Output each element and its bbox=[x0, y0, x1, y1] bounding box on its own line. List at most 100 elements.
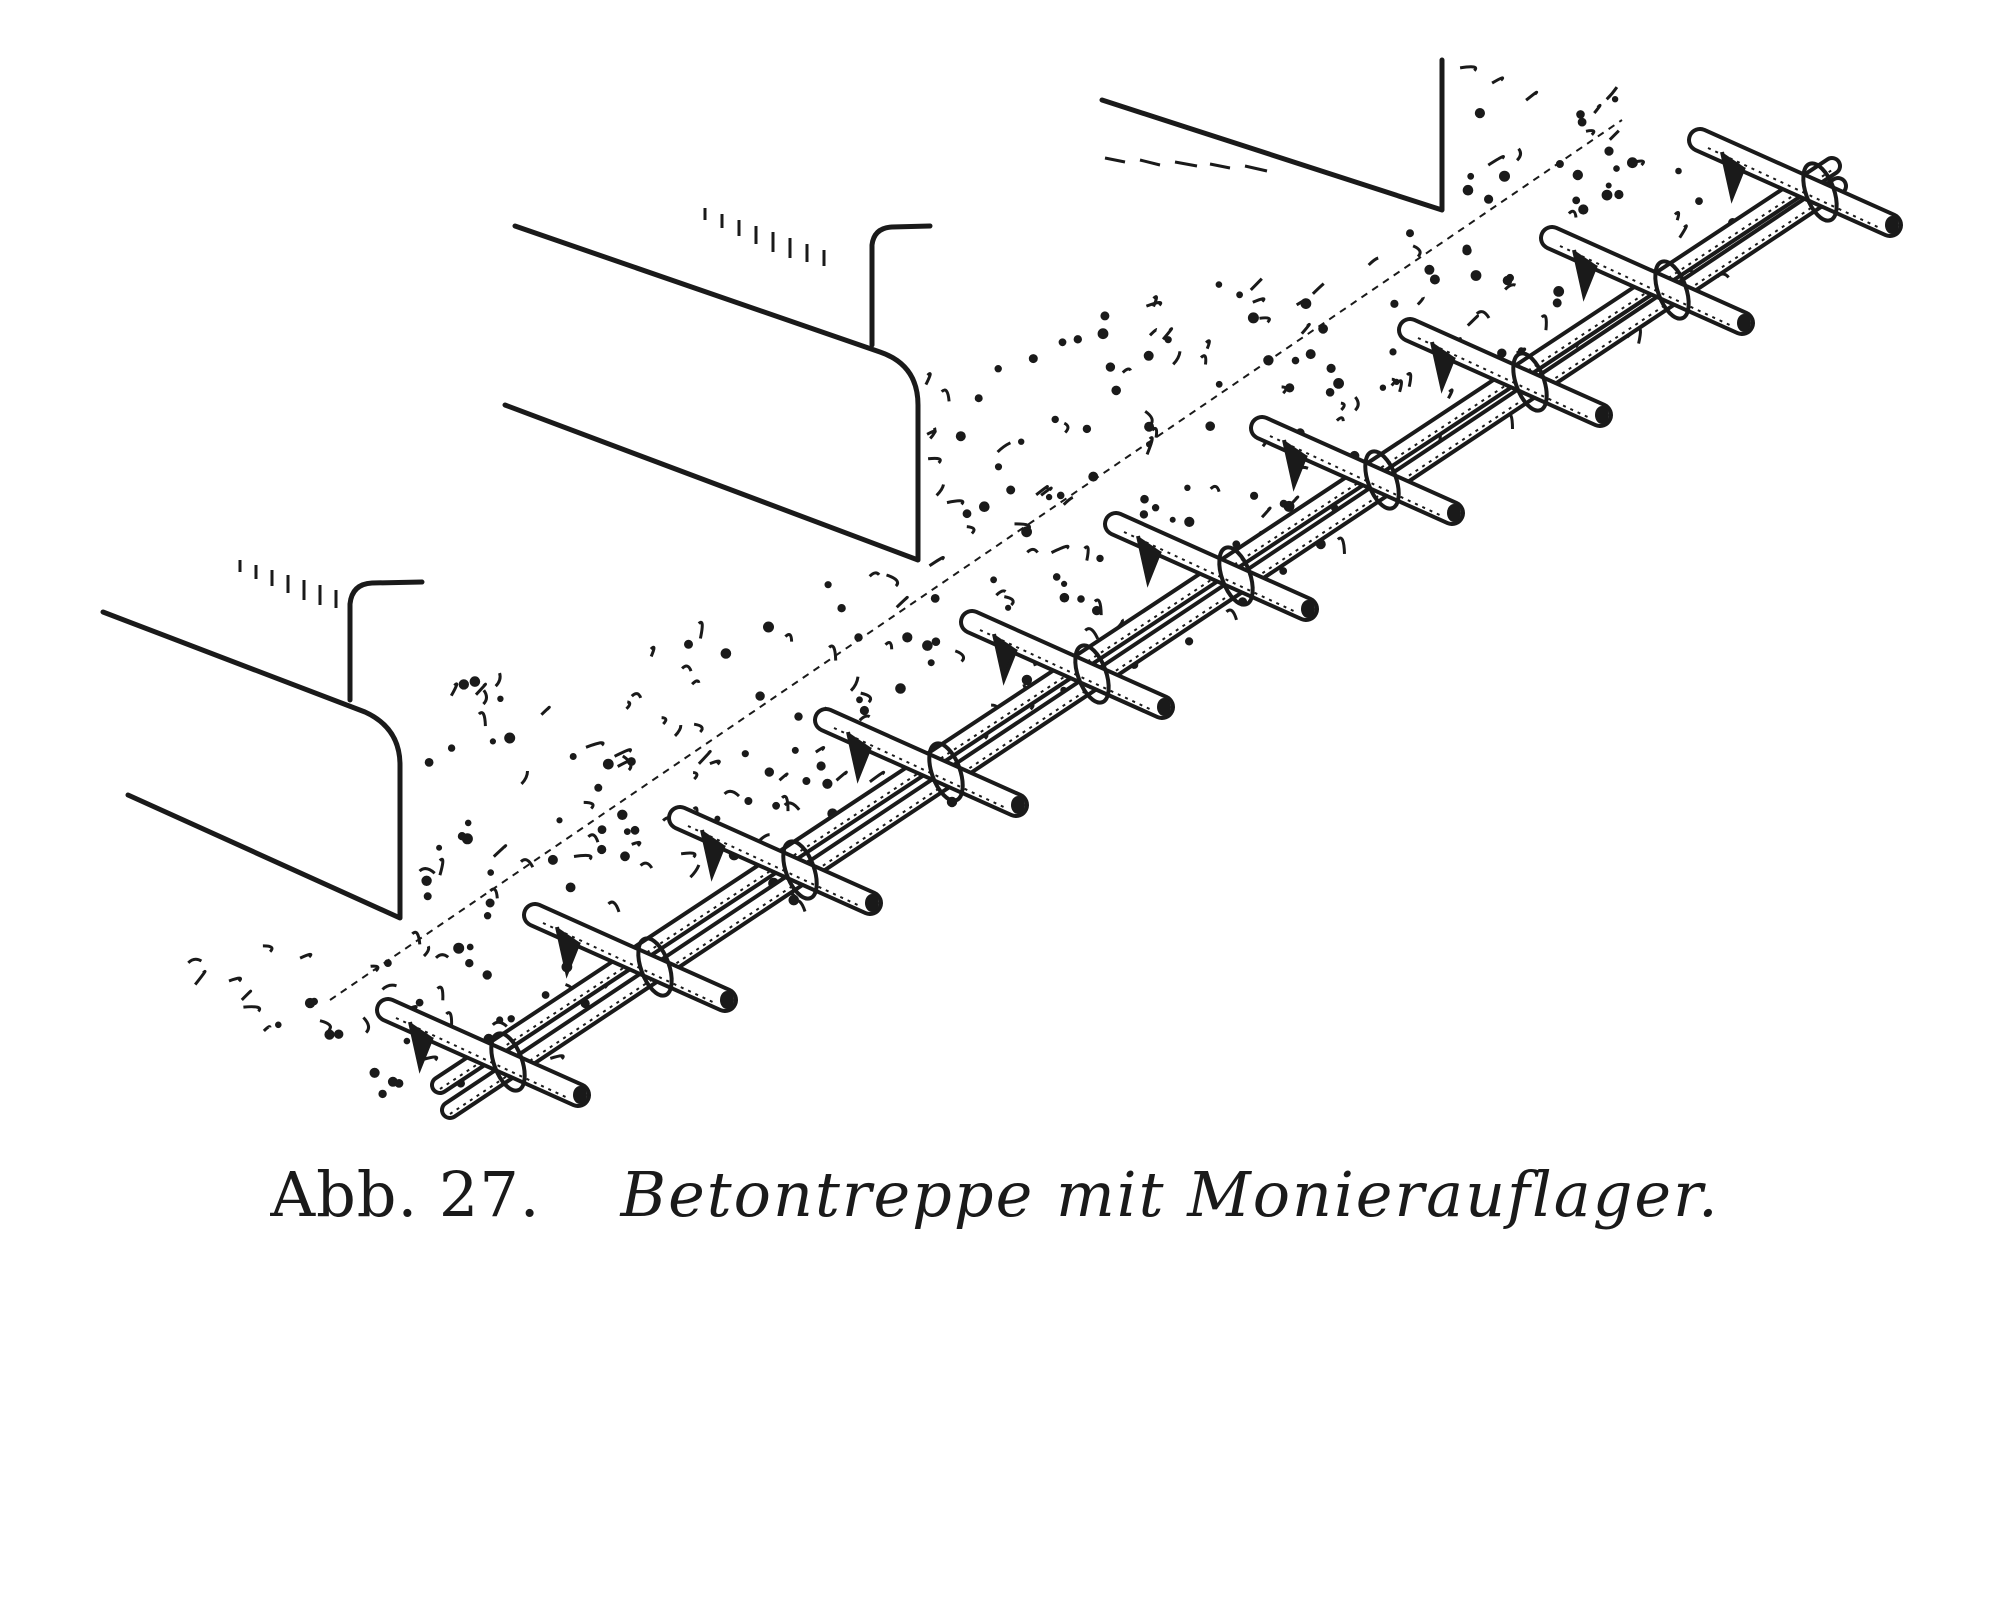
speckle-stroke bbox=[828, 644, 838, 661]
speckle-dot bbox=[1021, 526, 1032, 538]
speckle-stroke bbox=[1121, 367, 1132, 374]
speckle-dot bbox=[816, 761, 826, 771]
bar-support bbox=[1572, 249, 1598, 302]
speckle-stroke bbox=[1673, 210, 1681, 221]
speckle-stroke bbox=[1295, 298, 1308, 307]
speckle-stroke bbox=[362, 1016, 371, 1034]
speckle-stroke bbox=[1354, 396, 1360, 412]
speckle-dot bbox=[617, 809, 628, 820]
speckle-stroke bbox=[1083, 545, 1090, 561]
speckle-stroke bbox=[520, 770, 529, 785]
speckle-dot bbox=[1406, 229, 1414, 238]
speckle-stroke bbox=[194, 969, 207, 986]
bar-end bbox=[1447, 504, 1461, 522]
speckle-dot bbox=[1505, 278, 1512, 286]
speckle-stroke bbox=[491, 1020, 508, 1028]
speckle-dot bbox=[822, 778, 833, 789]
speckle-dot bbox=[1143, 350, 1154, 361]
speckle-dot bbox=[1604, 146, 1614, 156]
speckle-dot bbox=[1184, 516, 1195, 528]
speckle-dot bbox=[1462, 246, 1472, 256]
speckle-dot bbox=[453, 942, 465, 954]
speckle-dot bbox=[436, 844, 443, 851]
speckle-dot bbox=[1215, 281, 1223, 288]
speckle-dot bbox=[487, 869, 495, 876]
concrete-surface-line bbox=[329, 119, 1623, 1001]
speckle-stroke bbox=[681, 664, 693, 672]
speckle-dot bbox=[1052, 573, 1061, 581]
speckle-dot bbox=[1613, 165, 1620, 172]
speckle-dot bbox=[1077, 595, 1085, 603]
speckle-dot bbox=[1429, 274, 1440, 285]
speckle-dot bbox=[1092, 605, 1102, 616]
speckle-dot bbox=[334, 1029, 344, 1039]
speckle-dot bbox=[483, 912, 492, 920]
speckle-dot bbox=[1601, 189, 1613, 201]
speckle-stroke bbox=[1336, 536, 1346, 554]
speckle-stroke bbox=[436, 985, 445, 1001]
speckle-dot bbox=[594, 783, 603, 792]
speckle-dot bbox=[1059, 592, 1070, 603]
speckle-stroke bbox=[1487, 155, 1505, 167]
speckle-stroke bbox=[709, 759, 721, 766]
speckle-stroke bbox=[540, 705, 551, 716]
speckle-stroke bbox=[1035, 485, 1049, 496]
speckle-stroke bbox=[1084, 627, 1100, 640]
bar-end bbox=[720, 991, 734, 1009]
rod-texture bbox=[439, 169, 1833, 1090]
speckle-dot bbox=[859, 705, 870, 716]
figure-label: Abb. 27. bbox=[270, 1158, 541, 1231]
speckle-dot bbox=[457, 832, 467, 841]
speckle-dot bbox=[794, 712, 803, 721]
speckle-dot bbox=[1424, 264, 1435, 275]
speckle-stroke bbox=[549, 1054, 565, 1060]
speckle-stroke bbox=[625, 700, 632, 710]
speckle-stroke bbox=[1515, 147, 1522, 162]
binding-loop bbox=[1801, 161, 1839, 223]
speckle-dot bbox=[421, 875, 432, 886]
speckle-stroke bbox=[849, 676, 860, 692]
speckle-dot bbox=[837, 604, 846, 613]
speckle-dot bbox=[1164, 336, 1172, 344]
speckle-stroke bbox=[783, 801, 801, 811]
speckle-dot bbox=[403, 1037, 411, 1045]
stair-outline bbox=[100, 57, 1445, 921]
speckle-dot bbox=[1045, 493, 1053, 501]
speckle-dot bbox=[1061, 580, 1068, 588]
speckle-stroke bbox=[422, 945, 431, 958]
speckle-stroke bbox=[860, 691, 873, 704]
speckle-dot bbox=[1185, 637, 1194, 646]
speckle-dot bbox=[1572, 169, 1584, 181]
speckle-stroke bbox=[449, 682, 459, 697]
speckle-dot bbox=[489, 738, 496, 745]
bar-support bbox=[700, 829, 726, 882]
speckle-stroke bbox=[1249, 277, 1263, 291]
speckle-stroke bbox=[661, 716, 668, 726]
speckle-dot bbox=[1105, 362, 1116, 372]
speckle-dot bbox=[1572, 196, 1581, 205]
speckle-stroke bbox=[1026, 547, 1039, 554]
speckle-dot bbox=[1390, 299, 1399, 308]
speckle-dot bbox=[824, 581, 832, 589]
speckle-stroke bbox=[418, 867, 436, 875]
speckle-stroke bbox=[1459, 65, 1478, 72]
speckle-dot bbox=[378, 1089, 387, 1099]
cross-bar bbox=[1253, 419, 1461, 522]
speckle-dot bbox=[447, 744, 456, 752]
speckle-stroke bbox=[1062, 496, 1074, 506]
bar-end bbox=[865, 894, 879, 912]
speckle-stroke bbox=[1416, 296, 1425, 306]
cross-bar bbox=[817, 711, 1025, 814]
speckle-stroke bbox=[381, 983, 397, 991]
speckle-stroke bbox=[784, 633, 794, 642]
speckle-stroke bbox=[299, 952, 313, 960]
speckle-dot bbox=[1263, 355, 1274, 366]
bar-end bbox=[1301, 600, 1315, 618]
speckle-dot bbox=[1305, 349, 1316, 360]
speckle-stroke bbox=[869, 770, 886, 784]
speckle-dot bbox=[1205, 421, 1215, 432]
speckle-stroke bbox=[482, 689, 488, 706]
speckle-stroke bbox=[1290, 495, 1300, 505]
cross-bar bbox=[1691, 131, 1899, 234]
speckle-dot bbox=[1576, 110, 1585, 119]
